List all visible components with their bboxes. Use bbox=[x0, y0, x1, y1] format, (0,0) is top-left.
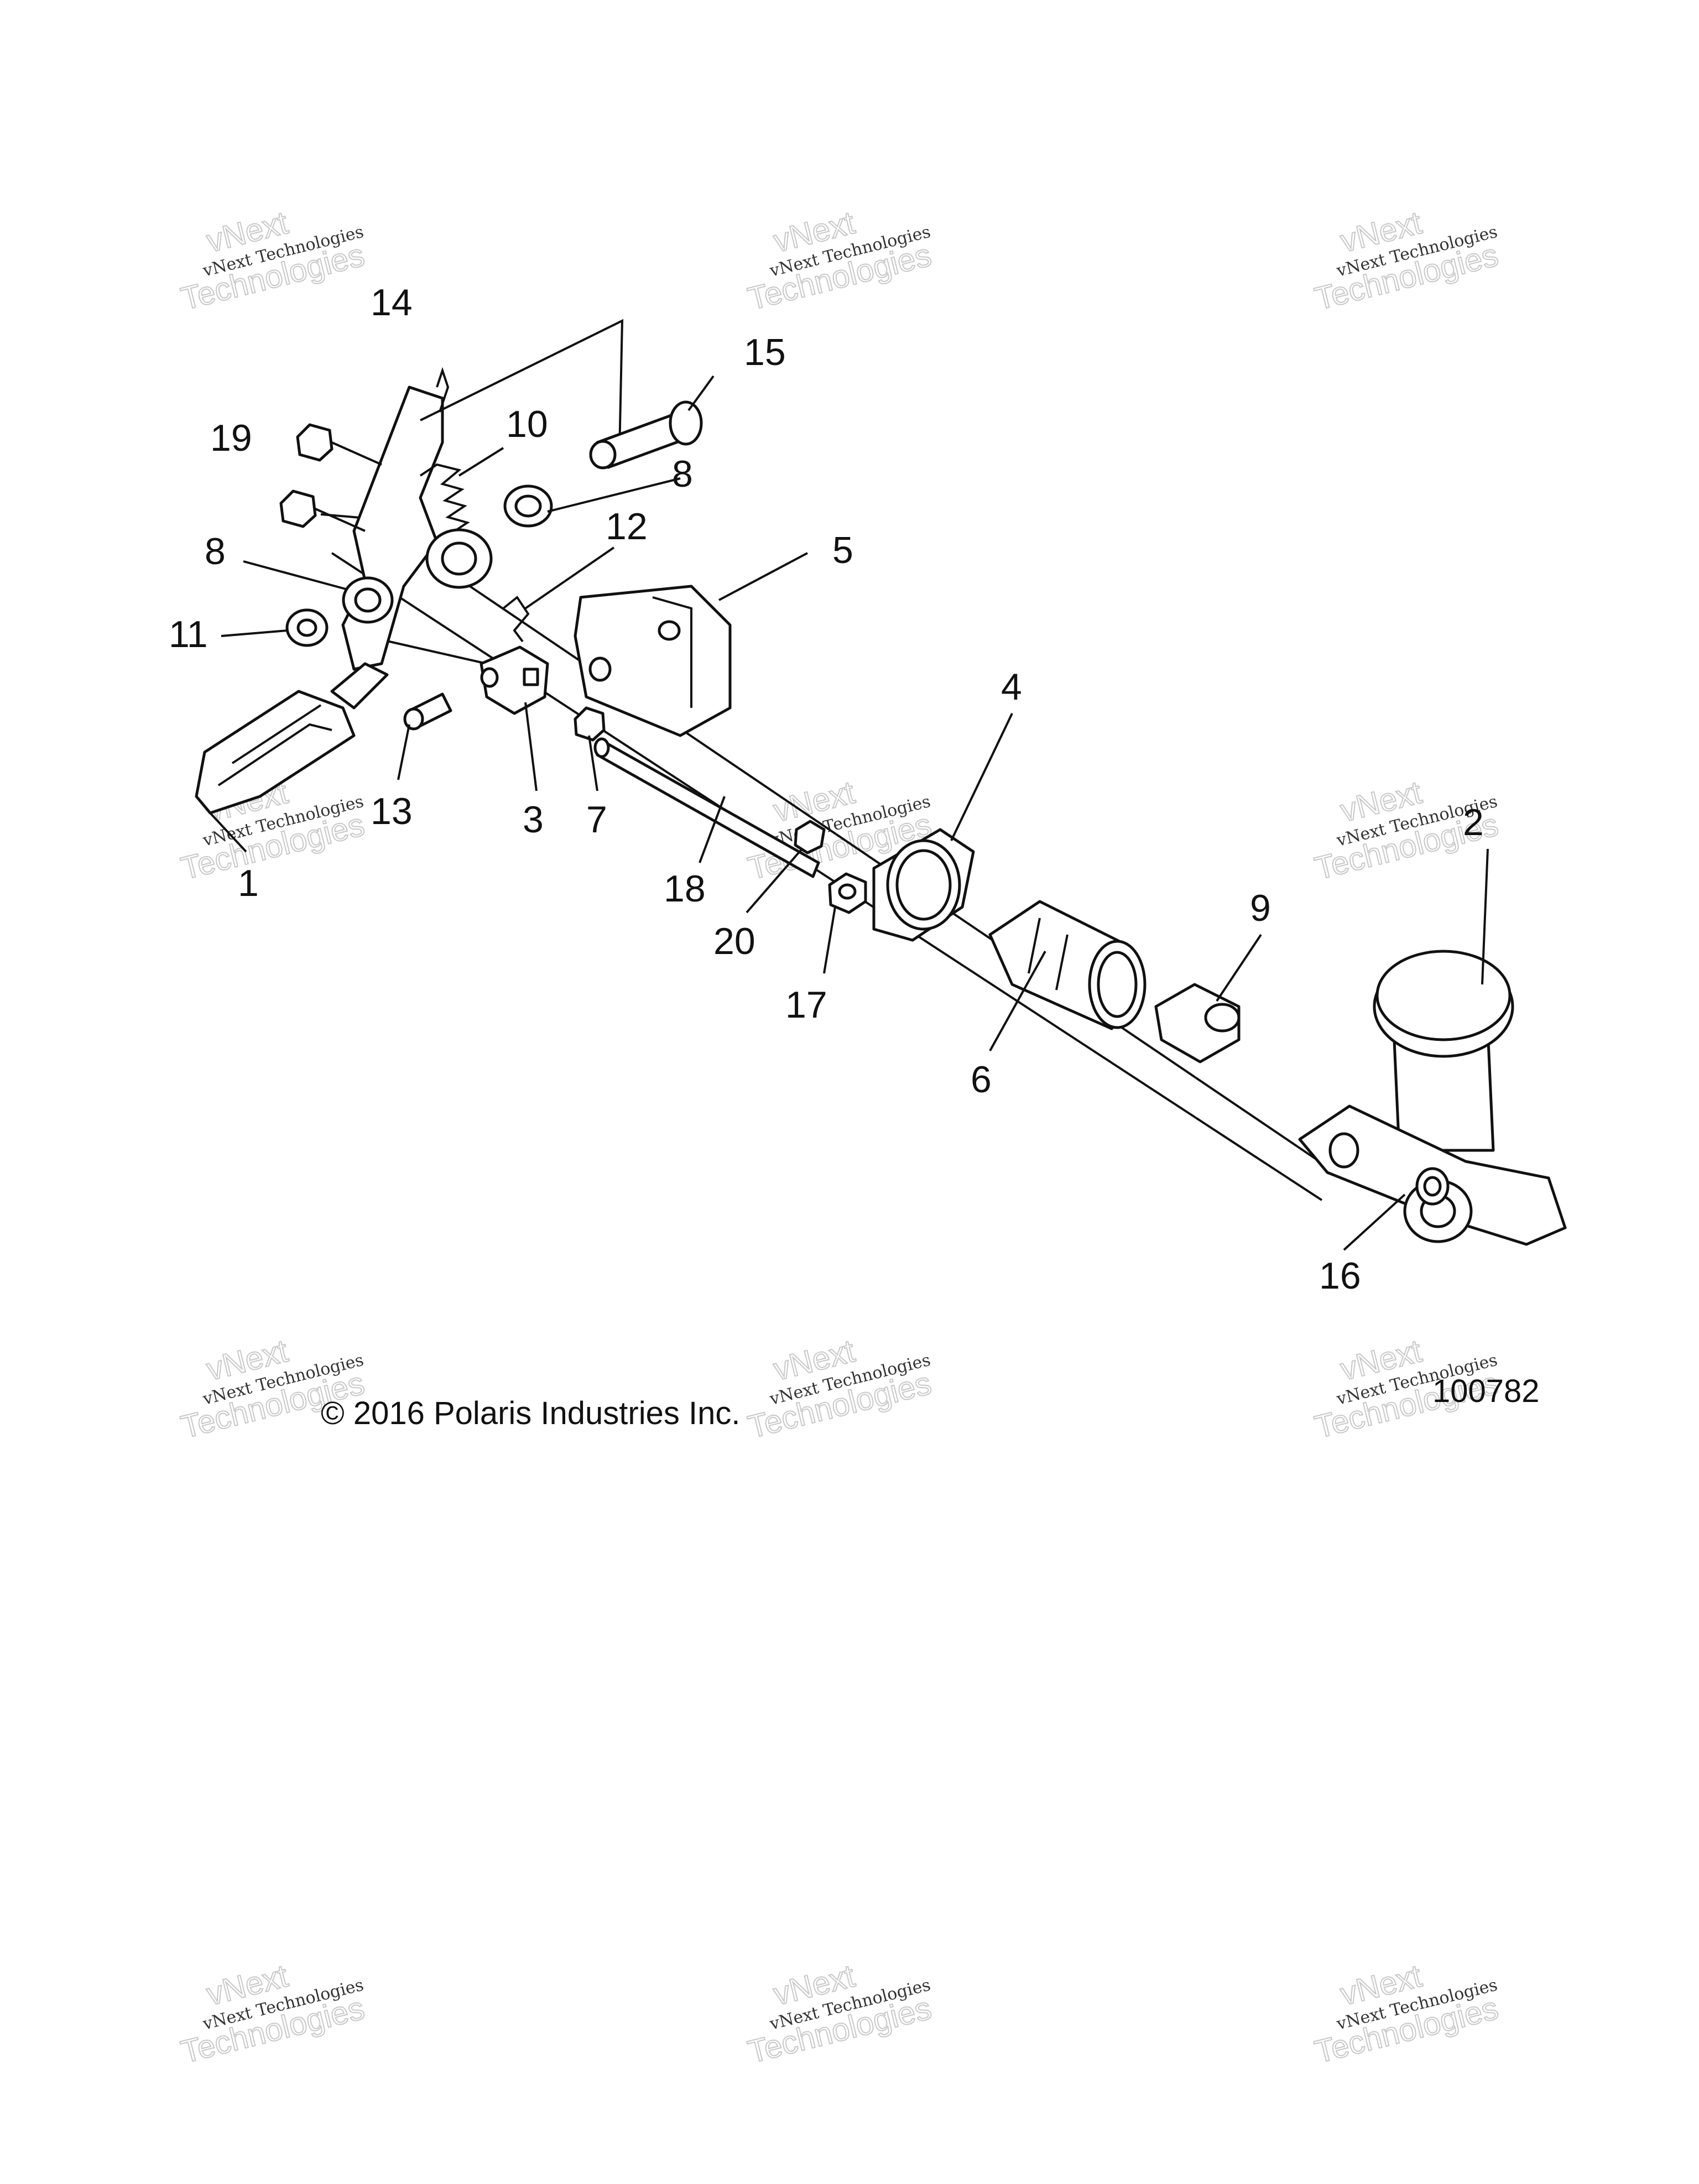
callout-7: 7 bbox=[586, 799, 607, 841]
callout-10: 10 bbox=[506, 403, 548, 445]
part-20-jam-nut bbox=[794, 820, 826, 854]
callout-15: 15 bbox=[744, 331, 786, 373]
callout-12: 12 bbox=[606, 505, 648, 548]
callouts: 1 2 3 4 5 6 7 8 8 9 10 11 12 13 14 15 16… bbox=[169, 282, 1484, 1297]
watermark: vNext vNext Technologies Technologies bbox=[1311, 204, 1502, 317]
copyright-text: © 2016 Polaris Industries Inc. bbox=[321, 1395, 740, 1431]
part-8-bushing-lower bbox=[342, 576, 394, 624]
callout-1: 1 bbox=[238, 862, 259, 904]
part-14-cotter-pin bbox=[420, 319, 624, 454]
part-16-fitting bbox=[1415, 1167, 1450, 1206]
part-18-pushrod bbox=[593, 737, 820, 878]
watermark: vNext vNext Technologies Technologies bbox=[1311, 1957, 1502, 2071]
part-19-bolts bbox=[279, 423, 382, 532]
part-13-clevis-pin bbox=[403, 692, 452, 731]
part-11-washer bbox=[285, 608, 329, 647]
part-3-clevis bbox=[480, 645, 549, 715]
callout-18: 18 bbox=[664, 868, 706, 910]
callout-19: 19 bbox=[210, 417, 252, 459]
callout-9: 9 bbox=[1250, 887, 1271, 929]
callout-17: 17 bbox=[785, 984, 827, 1026]
part-6-boot bbox=[988, 900, 1146, 1030]
watermark: vNext vNext Technologies Technologies bbox=[177, 1957, 368, 2071]
callout-2: 2 bbox=[1463, 801, 1484, 843]
leader-lines bbox=[209, 375, 1489, 1251]
watermark-group: vNext vNext Technologies Technologies vN… bbox=[177, 204, 1502, 2071]
callout-6: 6 bbox=[971, 1059, 992, 1101]
part-12-hairpin-clip bbox=[502, 596, 530, 643]
part-15-pivot-pin bbox=[589, 400, 703, 470]
part-8-bushing-upper bbox=[503, 484, 553, 528]
figure-number: 100782 bbox=[1432, 1373, 1540, 1409]
watermark: vNext vNext Technologies Technologies bbox=[177, 204, 368, 317]
watermark: vNext vNext Technologies Technologies bbox=[744, 1957, 935, 2071]
callout-14: 14 bbox=[371, 282, 413, 324]
part-5-bracket bbox=[574, 585, 732, 737]
callout-16: 16 bbox=[1319, 1255, 1361, 1297]
callout-11: 11 bbox=[169, 613, 208, 655]
part-17-nut bbox=[828, 872, 867, 914]
callout-13: 13 bbox=[371, 790, 413, 832]
callout-5: 5 bbox=[832, 529, 853, 571]
part-7-nut bbox=[574, 706, 606, 742]
callout-3: 3 bbox=[523, 799, 544, 841]
callout-4: 4 bbox=[1001, 666, 1022, 708]
callout-8-upper: 8 bbox=[672, 453, 693, 495]
watermark: vNext vNext Technologies Technologies bbox=[744, 204, 935, 317]
part-4-gasket bbox=[872, 828, 975, 942]
callout-8-lower: 8 bbox=[205, 530, 226, 572]
callout-20: 20 bbox=[713, 920, 755, 962]
watermark: vNext vNext Technologies Technologies bbox=[744, 1332, 935, 1446]
part-9-bushing bbox=[1154, 983, 1241, 1064]
part-10-spring bbox=[419, 463, 493, 589]
